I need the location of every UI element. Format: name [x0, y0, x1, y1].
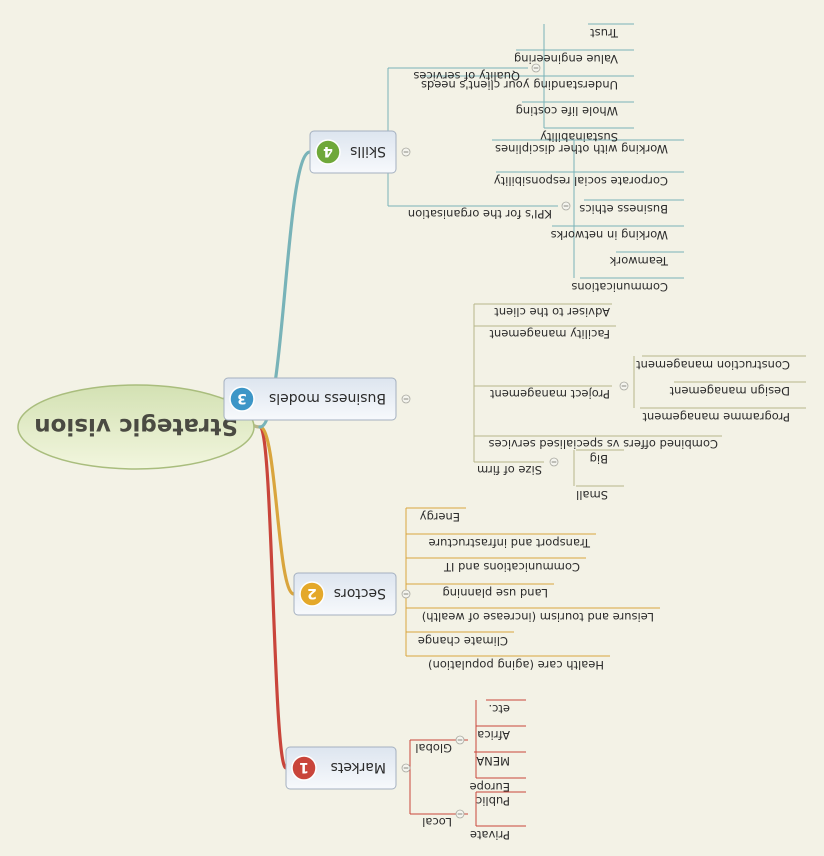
markets-local: Local [422, 815, 452, 829]
skills-kpis-communications: Communications [571, 280, 668, 294]
topic-sectors-collapse-icon[interactable] [401, 589, 411, 599]
skills-kpis-collapse-icon[interactable] [561, 201, 571, 211]
business-size-of-firm-big: Big [590, 452, 608, 466]
sectors-land-use-planning: Land use planning [442, 586, 548, 600]
topic-skills-number-badge [315, 139, 341, 165]
skills-quality-sustainability: Sustainability [540, 130, 618, 144]
sectors-transport-and-infrastructure: Transport and infrastructure [429, 536, 591, 550]
skills-quality-understanding-your-client-s-needs: Understanding your client's needs [421, 78, 618, 92]
topic-markets-number: 1 [299, 759, 309, 775]
topic-sectors-number-badge [299, 581, 325, 607]
business-project-management: Project management [489, 387, 610, 401]
sectors-leisure-and-tourism-increase-of-wealth: Leisure and tourism (increase of wealth) [422, 610, 654, 624]
business-combined-offers: Combined offers vs specialised services [489, 437, 718, 451]
business-facility-management: Facility management [489, 327, 610, 341]
markets-global-africa: Africa [477, 728, 510, 742]
sectors-communications-and-it: Communications and IT [443, 560, 580, 574]
markets-local-private: Private [470, 828, 510, 842]
skills-quality-whole-life-costing: Whole life costing [516, 104, 618, 118]
sectors-energy: Energy [420, 510, 460, 524]
business-project-management-programme-management: Programme management [642, 410, 790, 424]
topic-sectors-number: 2 [307, 585, 317, 601]
markets-global: Global [415, 741, 452, 755]
mind-map-nodes: Strategic vision 1 Markets 2 Sectors 3 Busines… [17, 26, 790, 842]
skills-quality-collapse-icon[interactable] [531, 63, 541, 73]
topic-business-label: Business models [269, 390, 386, 406]
topic-markets[interactable] [285, 746, 397, 790]
topic-business-number-badge [229, 386, 255, 412]
skills-quality-value-engineering: Value engineering [514, 52, 618, 66]
business-size-of-firm-small: Small [576, 488, 608, 502]
central-node[interactable] [17, 384, 255, 470]
topic-skills-collapse-icon[interactable] [401, 147, 411, 157]
sectors-health-care-aging-population: Health care (aging population) [428, 658, 604, 672]
markets-local-collapse-icon[interactable] [455, 809, 465, 819]
topic-skills-number: 4 [323, 143, 333, 159]
skills-kpis-teamwork: Teamwork [609, 254, 669, 268]
skills-kpis-working-with-other-disciplines: Working with other disciplines [495, 142, 668, 156]
topic-business[interactable] [223, 377, 397, 421]
business-size-of-firm-collapse-icon[interactable] [549, 457, 559, 467]
central-topic-label: Strategic vision [34, 413, 238, 439]
business-adviser: Adviser to the client [494, 305, 610, 319]
topic-sectors[interactable] [293, 572, 397, 616]
topic-sectors-label: Sectors [334, 585, 386, 601]
business-size-of-firm: Size of firm [477, 463, 542, 477]
topic-markets-label: Markets [331, 759, 386, 775]
skills-quality: Quality of services [413, 69, 520, 83]
markets-global-mena: MENA [476, 754, 510, 768]
branch-line [258, 425, 288, 770]
markets-global-etc: etc. [488, 702, 510, 716]
sectors-climate-change: Climate change [418, 634, 508, 648]
markets-global-europe: Europe [470, 780, 510, 794]
branch-line [258, 425, 296, 596]
business-project-management-collapse-icon[interactable] [619, 381, 629, 391]
skills-kpis-business-ethics: Business ethics [579, 202, 668, 216]
topic-markets-number-badge [291, 755, 317, 781]
topic-skills-label: Skills [350, 143, 386, 159]
topic-business-collapse-icon[interactable] [401, 394, 411, 404]
topic-markets-collapse-icon[interactable] [401, 763, 411, 773]
skills-kpis-corporate-social-responsibility: Corporate social responsibility [494, 174, 668, 188]
topic-business-number: 3 [237, 390, 247, 406]
skills-kpis-working-in-networks: Working in networks [551, 228, 668, 242]
business-project-management-design-management: Design management [669, 384, 790, 398]
skills-kpis: KPI's for the organisation [408, 207, 552, 221]
skills-quality-trust: Trust [590, 26, 619, 40]
markets-global-collapse-icon[interactable] [455, 735, 465, 745]
business-project-management-construction-management: Construction management [636, 358, 790, 372]
markets-local-public: Public [476, 794, 510, 808]
